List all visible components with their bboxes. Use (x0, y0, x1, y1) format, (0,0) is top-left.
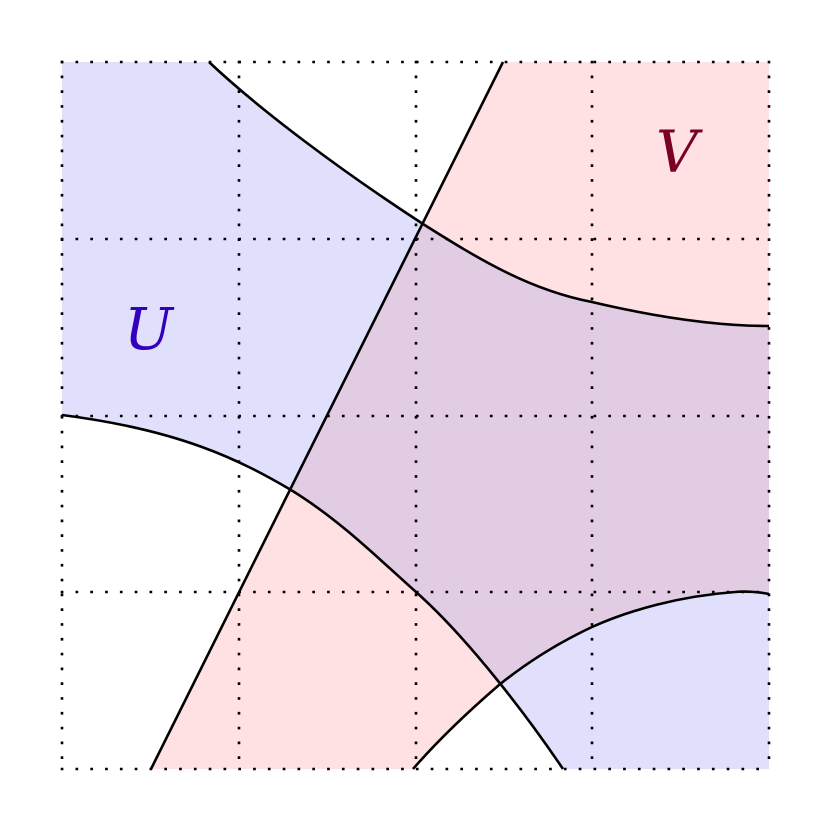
boundary-upper-curve (208, 61, 770, 328)
boundary-lower-right-curve (412, 590, 770, 770)
boundaries (61, 61, 770, 770)
dotted-grid (60, 60, 771, 771)
boundary-lower-left-curve (61, 413, 565, 770)
label-v: V (656, 118, 703, 186)
label-u: U (124, 295, 175, 363)
boundary-line (149, 61, 505, 770)
